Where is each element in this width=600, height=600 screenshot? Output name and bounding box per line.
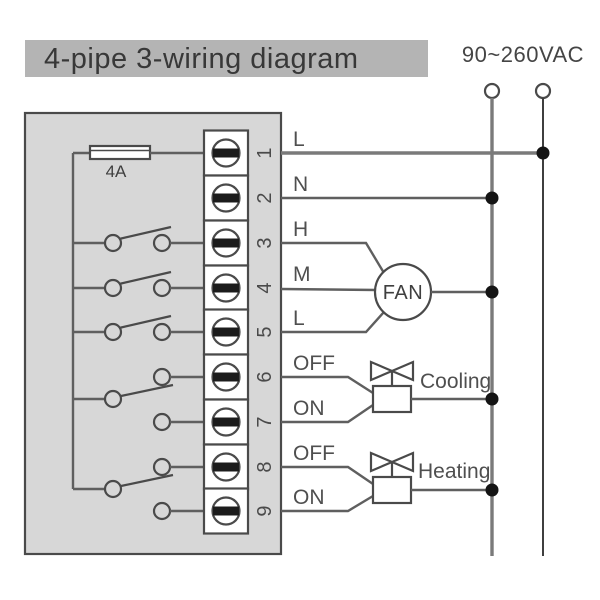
cooling-label: Cooling [420,370,491,393]
terminal-number: 5 [254,326,276,337]
wire-cooling-off [281,375,374,395]
wire-cooling-on [281,404,374,424]
fan-label: FAN [383,282,423,304]
fuse [73,144,204,161]
terminal-5: 5 [202,308,276,356]
heating-valve-icon [369,451,415,505]
wire-label-low: L [293,307,305,330]
junction-dot-neutral [485,191,499,205]
screw-slot-icon [213,238,239,248]
power-terminal-neutral-icon [534,82,552,100]
cooling-actuator-box [371,384,413,414]
page-title: 4-pipe 3-wiring diagram [44,43,359,75]
wire-label-heating-on: ON [293,486,325,509]
terminal-9: 9 [202,487,276,535]
screw-slot-icon [213,193,239,203]
junction-dot-heating [485,483,499,497]
wire-label-neutral: N [293,173,308,196]
cooling-valve-icon [369,360,415,414]
fuse-rating-label: 4A [106,162,127,181]
terminal-8: 8 [202,443,276,491]
terminal-strip: 1 2 3 4 5 6 [202,129,276,535]
wire-heating-off [281,465,374,485]
wire-fan-medium [280,287,378,292]
terminal-number: 3 [254,237,276,248]
wire-label-medium: M [293,263,311,286]
terminal-4: 4 [202,264,276,312]
terminal-number: 9 [254,505,276,516]
wire-label-cooling-off: OFF [293,352,335,375]
switch-fan-medium [73,270,204,298]
terminal-7: 7 [202,398,276,446]
screw-slot-icon [213,327,239,337]
terminal-3: 3 [202,219,276,267]
screw-slot-icon [213,372,239,382]
screw-slot-icon [213,148,239,158]
screw-slot-icon [213,506,239,516]
terminal-1: 1 [202,129,276,177]
junction-dot-live [536,146,550,160]
screw-slot-icon [213,283,239,293]
power-terminal-live-icon [483,82,501,100]
terminal-number: 8 [254,461,276,472]
terminal-number: 2 [254,192,276,203]
changeover-switch-heating [73,457,204,521]
wire-label-high: H [293,218,308,241]
wire-label-live: L [293,128,305,151]
title-bar [25,40,428,77]
switch-fan-low [73,314,204,342]
terminal-2: 2 [202,174,276,222]
power-voltage-label: 90~260VAC [462,42,584,67]
wire-label-heating-off: OFF [293,442,335,465]
switch-fan-high [73,225,204,253]
wire-fan-low [281,311,385,334]
wire-fan-high [281,241,386,274]
terminal-6: 6 [202,353,276,401]
junction-dot-fan [485,285,499,299]
screw-slot-icon [213,462,239,472]
screw-slot-icon [213,417,239,427]
terminal-number: 1 [254,147,276,158]
wire-heating-on [281,494,374,513]
junction-dot-cooling [485,392,499,406]
changeover-switch-cooling [73,367,204,432]
terminal-number: 7 [254,416,276,427]
heating-label: Heating [418,460,490,483]
terminal-number: 6 [254,371,276,382]
wire-label-cooling-on: ON [293,397,325,420]
heating-actuator-box [371,475,413,505]
terminal-number: 4 [254,282,276,293]
